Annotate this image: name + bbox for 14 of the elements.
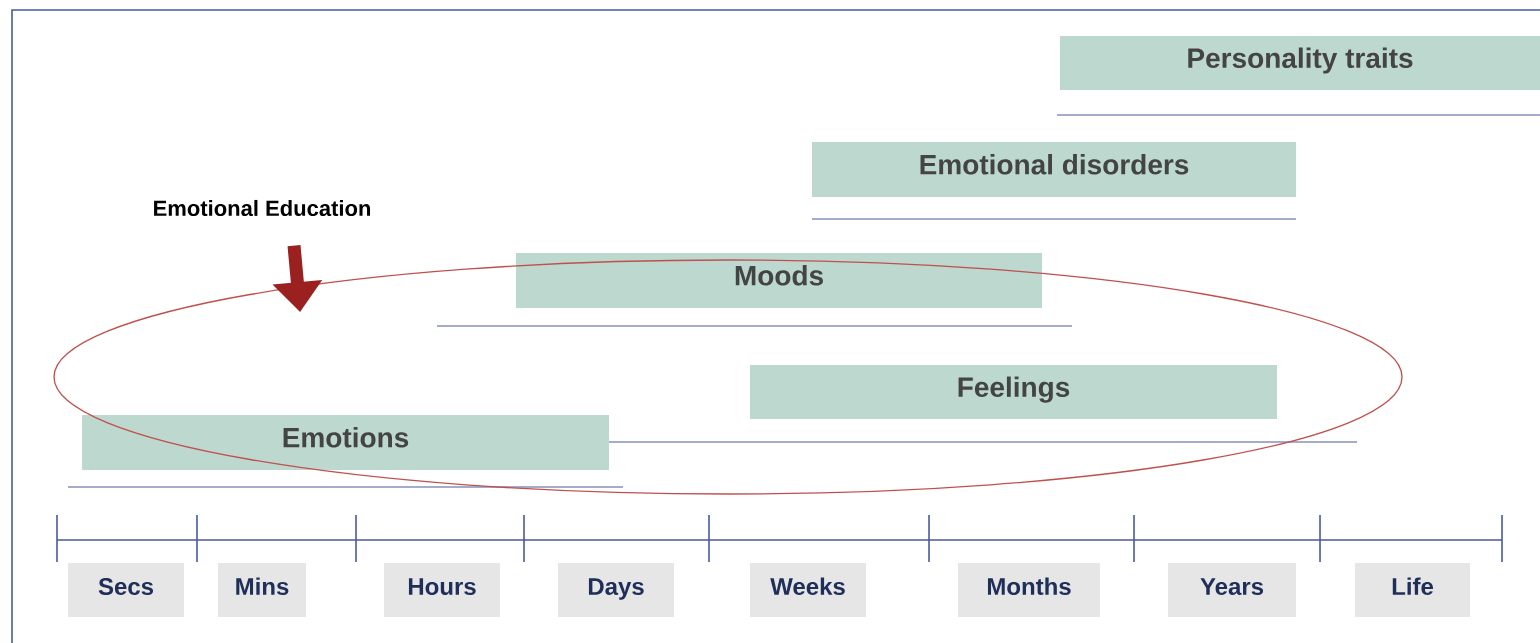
duration-bar: Personality traits: [1060, 36, 1540, 90]
duration-bar: Moods: [516, 253, 1042, 308]
time-scale-box: Secs: [68, 563, 184, 617]
time-scale-box: Mins: [218, 563, 306, 617]
duration-bar: Feelings: [750, 365, 1277, 419]
time-scale-box: Years: [1168, 563, 1296, 617]
heading-text: Emotional Education: [154, 199, 371, 217]
time-scale-box: Hours: [384, 563, 500, 617]
time-scale-box: Months: [958, 563, 1100, 617]
time-scale-box: Life: [1355, 563, 1470, 617]
time-scale-box: Weeks: [750, 563, 866, 617]
time-scale-box: Days: [558, 563, 674, 617]
duration-bar: Emotional disorders: [812, 142, 1296, 197]
ellipse: [53, 259, 1403, 495]
